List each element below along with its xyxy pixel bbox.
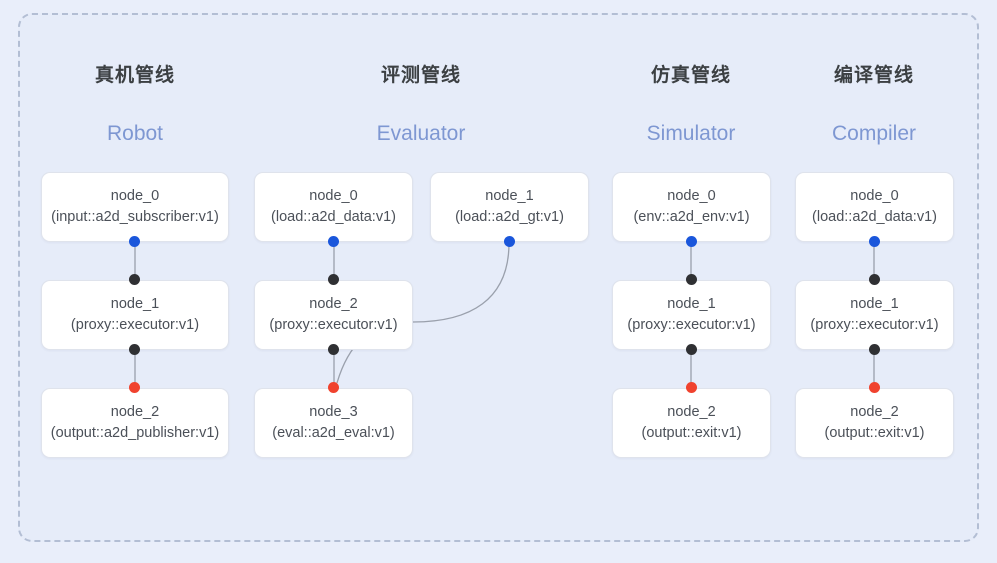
port-robot-1-in[interactable] [129,274,140,285]
port-evaluator-1-out[interactable] [504,236,515,247]
node-id: node_0 [850,188,899,204]
node-type: (proxy::executor:v1) [810,317,939,333]
column-title-en-robot: Robot [106,122,164,145]
node-simulator-1[interactable]: node_1 (proxy::executor:v1) [612,280,771,350]
port-compiler-2-in[interactable] [869,382,880,393]
column-title-cn-evaluator: 评测管线 [380,65,461,86]
node-type: (load::a2d_gt:v1) [455,209,564,225]
node-id: node_1 [485,188,534,204]
node-id: node_2 [667,404,716,420]
node-id: node_0 [667,188,716,204]
port-simulator-2-in[interactable] [686,382,697,393]
node-compiler-1[interactable]: node_1 (proxy::executor:v1) [795,280,954,350]
node-evaluator-1[interactable]: node_1 (load::a2d_gt:v1) [430,172,589,242]
node-evaluator-3[interactable]: node_3 (eval::a2d_eval:v1) [254,388,413,458]
column-title-en-evaluator: Evaluator [376,122,466,145]
node-id: node_1 [667,296,716,312]
node-id: node_0 [110,188,160,204]
port-compiler-1-in[interactable] [869,274,880,285]
node-id: node_1 [110,296,160,312]
port-robot-2-in[interactable] [129,382,140,393]
port-evaluator-2-out[interactable] [328,344,339,355]
node-type: (output::exit:v1) [641,425,742,441]
column-title-en-compiler: Compiler [831,122,917,145]
port-evaluator-0-out[interactable] [328,236,339,247]
node-compiler-2[interactable]: node_2 (output::exit:v1) [795,388,954,458]
port-robot-1-out[interactable] [129,344,140,355]
node-type: (load::a2d_data:v1) [812,209,937,225]
node-robot-2[interactable]: node_2 (output::a2d_publisher:v1) [41,388,229,458]
node-id: node_3 [309,404,358,420]
column-title-cn-simulator: 仿真管线 [650,65,731,86]
node-simulator-0[interactable]: node_0 (env::a2d_env:v1) [612,172,771,242]
port-evaluator-2-in[interactable] [328,274,339,285]
node-robot-0[interactable]: node_0 (input::a2d_subscriber:v1) [41,172,229,242]
node-type: (eval::a2d_eval:v1) [272,425,395,441]
node-id: node_1 [850,296,899,312]
column-title-en-simulator: Simulator [646,122,736,145]
port-simulator-0-out[interactable] [686,236,697,247]
node-type: (input::a2d_subscriber:v1) [51,209,219,225]
node-id: node_2 [309,296,358,312]
node-simulator-2[interactable]: node_2 (output::exit:v1) [612,388,771,458]
port-robot-0-out[interactable] [129,236,140,247]
port-compiler-0-out[interactable] [869,236,880,247]
node-id: node_2 [850,404,899,420]
node-id: node_0 [309,188,358,204]
node-id: node_2 [110,404,160,420]
node-type: (proxy::executor:v1) [627,317,756,333]
column-title-cn-compiler: 编译管线 [833,65,914,86]
pipeline-group-frame [18,13,979,542]
node-type: (env::a2d_env:v1) [633,209,750,225]
port-compiler-1-out[interactable] [869,344,880,355]
port-evaluator-3-in[interactable] [328,382,339,393]
node-type: (proxy::executor:v1) [70,317,200,333]
node-type: (proxy::executor:v1) [269,317,398,333]
column-title-cn-robot: 真机管线 [94,65,175,86]
port-simulator-1-out[interactable] [686,344,697,355]
node-compiler-0[interactable]: node_0 (load::a2d_data:v1) [795,172,954,242]
node-evaluator-2[interactable]: node_2 (proxy::executor:v1) [254,280,413,350]
node-type: (load::a2d_data:v1) [271,209,396,225]
node-type: (output::exit:v1) [824,425,925,441]
node-evaluator-0[interactable]: node_0 (load::a2d_data:v1) [254,172,413,242]
node-robot-1[interactable]: node_1 (proxy::executor:v1) [41,280,229,350]
port-simulator-1-in[interactable] [686,274,697,285]
node-type: (output::a2d_publisher:v1) [50,425,220,441]
